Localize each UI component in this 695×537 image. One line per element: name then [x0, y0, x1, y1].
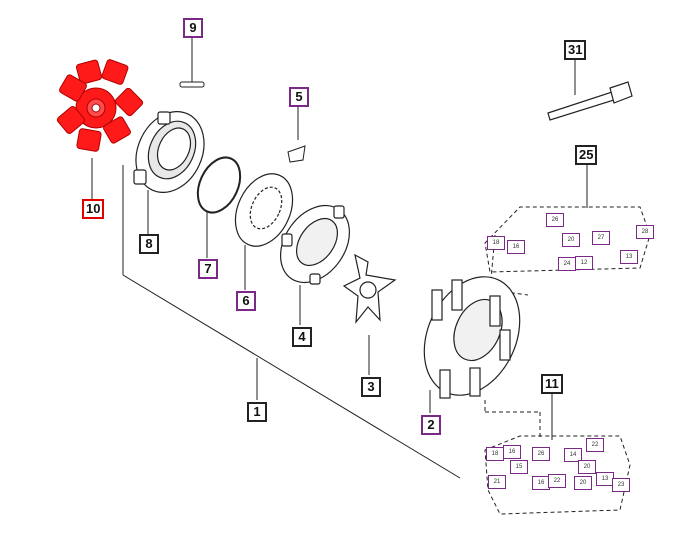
- detail-25-ref[interactable]: 16: [507, 240, 525, 254]
- leader-lines: [91, 36, 588, 479]
- detail-11-ref[interactable]: 21: [488, 475, 506, 489]
- clutch-drum-part-2[interactable]: [406, 261, 538, 411]
- detail-25-ref[interactable]: 24: [558, 257, 576, 271]
- detail-11-ref[interactable]: 15: [510, 460, 528, 474]
- callout-6[interactable]: 6: [236, 291, 256, 311]
- friction-disc-part-10[interactable]: [56, 59, 144, 152]
- splined-plate-part-6[interactable]: [224, 165, 303, 256]
- snap-ring-part-7[interactable]: [190, 151, 249, 220]
- detail-11-ref[interactable]: 20: [578, 460, 596, 474]
- detail-25-ref[interactable]: 18: [487, 236, 505, 250]
- callout-3[interactable]: 3: [361, 377, 381, 397]
- detail-11-ref[interactable]: 22: [586, 438, 604, 452]
- clip-part-5[interactable]: [287, 145, 306, 163]
- callout-1[interactable]: 1: [247, 402, 267, 422]
- detail-11-ref[interactable]: 22: [548, 474, 566, 488]
- detail-25-ref[interactable]: 12: [575, 256, 593, 270]
- callout-4[interactable]: 4: [292, 327, 312, 347]
- callout-5[interactable]: 5: [289, 87, 309, 107]
- detail-11-ref[interactable]: 26: [532, 447, 550, 461]
- callout-25[interactable]: 25: [575, 145, 598, 165]
- spider-part-3[interactable]: [342, 253, 397, 324]
- callout-11[interactable]: 11: [541, 374, 563, 394]
- callout-10[interactable]: 10: [82, 199, 105, 219]
- bolt-part-31[interactable]: [547, 81, 633, 121]
- callout-31[interactable]: 31: [564, 40, 587, 60]
- callout-8[interactable]: 8: [139, 234, 159, 254]
- detail-11-ref[interactable]: 23: [612, 478, 630, 492]
- detail-25-ref[interactable]: 20: [562, 233, 580, 247]
- detail-25-ref[interactable]: 13: [620, 250, 638, 264]
- detail-11-ref[interactable]: 16: [503, 445, 521, 459]
- pin-part-9[interactable]: [179, 81, 205, 88]
- callout-9[interactable]: 9: [183, 18, 203, 38]
- callout-7[interactable]: 7: [198, 259, 218, 279]
- pressure-plate-part-4[interactable]: [266, 192, 363, 295]
- detail-25-ref[interactable]: 28: [636, 225, 654, 239]
- detail-11-ref[interactable]: 14: [564, 448, 582, 462]
- detail-25-ref[interactable]: 27: [592, 231, 610, 245]
- callout-2[interactable]: 2: [421, 415, 441, 435]
- detail-11-ref[interactable]: 18: [486, 447, 504, 461]
- bearing-housing-part-8[interactable]: [123, 100, 217, 203]
- detail-25-ref[interactable]: 26: [546, 213, 564, 227]
- detail-11-ref[interactable]: 20: [574, 476, 592, 490]
